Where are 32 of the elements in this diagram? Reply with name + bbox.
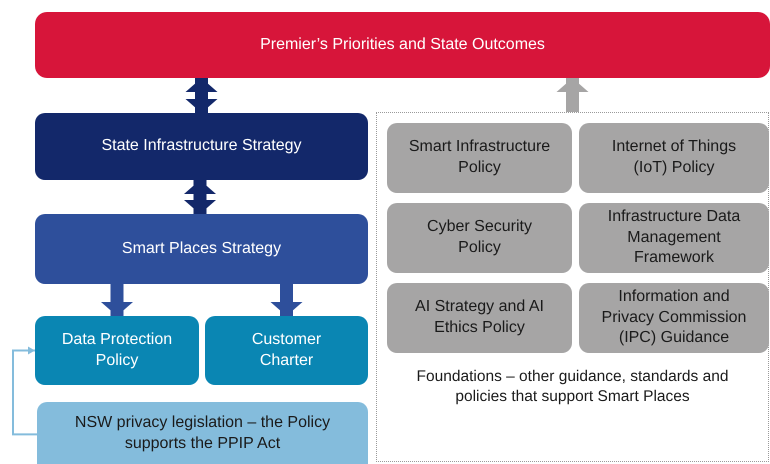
group-caption: Foundations – other guidance, standards and policies that support Smart Places xyxy=(416,366,730,407)
process-box xyxy=(35,214,368,284)
process-box xyxy=(37,402,368,464)
process-box xyxy=(35,316,199,385)
box-label: Customer Charter xyxy=(250,330,322,370)
box-label: Smart Infrastructure Policy xyxy=(408,137,552,178)
box-label: Infrastructure Data Management Framework xyxy=(606,206,742,268)
process-box xyxy=(387,123,572,193)
box-label: State Infrastructure Strategy xyxy=(101,136,302,156)
box-label: Information and Privacy Commission (IPC) Guidance xyxy=(600,286,748,348)
process-box xyxy=(35,113,368,180)
block-arrow xyxy=(186,78,218,113)
box-label: Internet of Things (IoT) Policy xyxy=(610,137,738,178)
group-panel xyxy=(376,112,769,462)
box-label: Data Protection Policy xyxy=(60,330,174,370)
process-box xyxy=(579,203,769,273)
box-label: NSW privacy legislation – the Policy supports the PPIP Act xyxy=(74,413,332,454)
box-label: Smart Places Strategy xyxy=(122,238,282,259)
process-box xyxy=(387,203,572,273)
process-box xyxy=(579,123,769,193)
block-arrow xyxy=(270,284,302,316)
block-arrow xyxy=(556,78,588,112)
process-box xyxy=(387,283,572,353)
box-label: Cyber Security Policy xyxy=(426,217,533,258)
process-box xyxy=(579,283,769,353)
box-label: AI Strategy and AI Ethics Policy xyxy=(414,297,545,338)
process-box xyxy=(35,12,770,78)
block-arrow xyxy=(184,180,216,214)
process-box xyxy=(205,316,368,385)
arrow xyxy=(12,346,37,436)
box-label: Premier’s Priorities and State Outcomes xyxy=(260,34,545,55)
block-arrow xyxy=(101,284,133,316)
